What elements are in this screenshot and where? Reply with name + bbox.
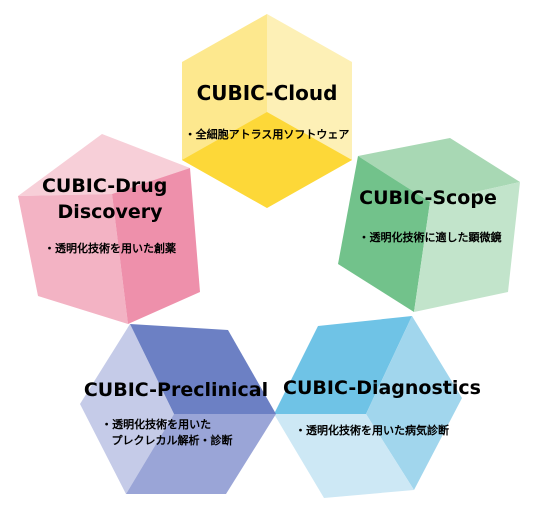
cube-cloud-title-line: CUBIC-Cloud bbox=[197, 81, 338, 105]
cube-cloud: CUBIC-Cloud ・全細胞アトラス用ソフトウェア bbox=[182, 14, 352, 208]
cube-preclinical-title-line: CUBIC-Preclinical bbox=[84, 379, 268, 401]
cube-scope-face-right bbox=[414, 182, 520, 312]
cube-cloud-title: CUBIC-Cloud bbox=[197, 81, 338, 105]
cube-drug-title: CUBIC-Drug Discovery bbox=[42, 175, 174, 223]
cube-drug-title-line-1: CUBIC-Drug bbox=[42, 175, 167, 197]
cube-drug-desc: ・透明化技術を用いた創薬 bbox=[44, 241, 177, 255]
cube-preclinical-desc-line-1: ・透明化技術を用いた bbox=[101, 417, 211, 431]
cube-preclinical-title: CUBIC-Preclinical bbox=[84, 379, 268, 401]
cube-cloud-desc-line: ・全細胞アトラス用ソフトウェア bbox=[185, 127, 350, 141]
cube-preclinical-face-top bbox=[130, 324, 276, 414]
cube-cloud-desc: ・全細胞アトラス用ソフトウェア bbox=[185, 127, 350, 141]
cube-diagnostics-face-right bbox=[366, 316, 462, 490]
cube-scope-title: CUBIC-Scope bbox=[359, 187, 497, 209]
cube-scope: CUBIC-Scope ・透明化技術に適した顕微鏡 bbox=[338, 138, 520, 312]
cube-drug-title-line-2: Discovery bbox=[58, 201, 164, 223]
cube-preclinical-desc: ・透明化技術を用いた プレクレカル解析・診断 bbox=[101, 417, 232, 447]
cube-preclinical-face-left bbox=[80, 324, 174, 494]
cube-diagnostics-face-bottom bbox=[274, 414, 414, 498]
cube-drug-desc-line: ・透明化技術を用いた創薬 bbox=[44, 241, 177, 255]
cube-drug-face-top bbox=[18, 134, 190, 196]
cube-diagnostics-desc: ・透明化技術を用いた病気診断 bbox=[295, 423, 449, 437]
cube-scope-desc-line: ・透明化技術に適した顕微鏡 bbox=[359, 230, 502, 244]
cube-preclinical: CUBIC-Preclinical ・透明化技術を用いた プレクレカル解析・診断 bbox=[80, 324, 276, 494]
cube-diagnostics-desc-line: ・透明化技術を用いた病気診断 bbox=[295, 423, 449, 437]
cube-diagnostics-title: CUBIC-Diagnostics bbox=[283, 377, 481, 399]
cube-preclinical-face-bottom bbox=[126, 414, 276, 494]
cube-scope-face-left bbox=[338, 156, 430, 312]
cube-scope-title-line: CUBIC-Scope bbox=[359, 187, 497, 209]
cube-scope-desc: ・透明化技術に適した顕微鏡 bbox=[359, 230, 502, 244]
cube-drug-face-left bbox=[18, 194, 128, 324]
cube-diagnostics-title-line: CUBIC-Diagnostics bbox=[283, 377, 481, 399]
cube-preclinical-desc-line-2: プレクレカル解析・診断 bbox=[112, 433, 233, 447]
cube-diagnostics: CUBIC-Diagnostics ・透明化技術を用いた病気診断 bbox=[274, 316, 481, 498]
cube-drug-discovery: CUBIC-Drug Discovery ・透明化技術を用いた創薬 bbox=[18, 134, 200, 324]
cube-scope-face-top bbox=[358, 138, 520, 202]
cube-cloud-face-bottom bbox=[182, 112, 352, 208]
cube-drug-face-right bbox=[112, 168, 200, 324]
